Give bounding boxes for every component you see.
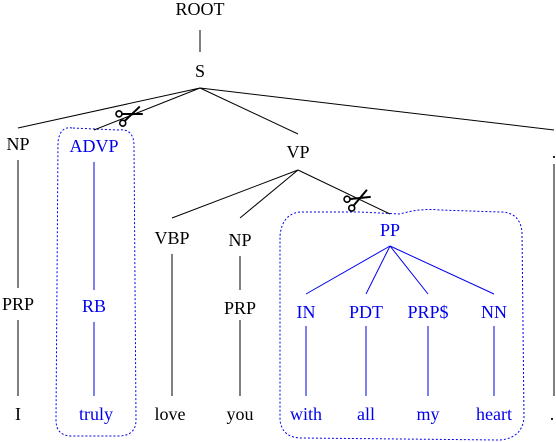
- node-pp: PP: [380, 220, 400, 240]
- tree-edges: [17, 30, 555, 396]
- node-in: IN: [297, 302, 316, 322]
- word-all: all: [357, 404, 375, 424]
- node-advp: ADVP: [69, 136, 118, 156]
- word-you: you: [227, 404, 254, 424]
- node-vp: VP: [286, 142, 309, 162]
- word-with: with: [290, 404, 322, 424]
- scissors-icon: [115, 105, 143, 127]
- edge-vp-np: [239, 169, 299, 219]
- word-i: I: [15, 404, 21, 424]
- edge-s-vp: [199, 87, 299, 135]
- edge-pp-prps: [389, 245, 429, 295]
- advp-pruned-outline: [55, 127, 137, 437]
- node-root: ROOT: [176, 0, 225, 19]
- edge-vp-pp: [297, 169, 391, 215]
- pruned-edges: [93, 162, 495, 396]
- word-my: my: [416, 404, 439, 424]
- node-np-subject: NP: [6, 134, 29, 154]
- edge-s-advp: [93, 87, 201, 131]
- node-prps: PRP$: [407, 302, 448, 322]
- node-prp-i: PRP: [2, 294, 34, 314]
- word-heart: heart: [476, 404, 512, 424]
- node-rb: RB: [82, 296, 106, 316]
- node-vbp: VBP: [154, 228, 189, 248]
- edge-vp-vbp: [171, 169, 299, 219]
- node-period-tag: .: [552, 142, 556, 162]
- node-pdt: PDT: [349, 302, 383, 322]
- node-nn: NN: [481, 302, 507, 322]
- word-period: .: [550, 404, 555, 424]
- node-np-object: NP: [228, 230, 251, 250]
- node-s: S: [195, 61, 205, 81]
- word-love: love: [155, 404, 186, 424]
- edge-pp-nn: [389, 245, 495, 295]
- edge-pp-in: [305, 245, 391, 295]
- scissors-icon: [343, 189, 371, 212]
- edge-s-period: [199, 87, 555, 131]
- node-prp-you: PRP: [224, 298, 256, 318]
- edge-s-np: [17, 87, 201, 129]
- word-truly: truly: [79, 404, 113, 424]
- edge-pp-pdt: [365, 245, 391, 295]
